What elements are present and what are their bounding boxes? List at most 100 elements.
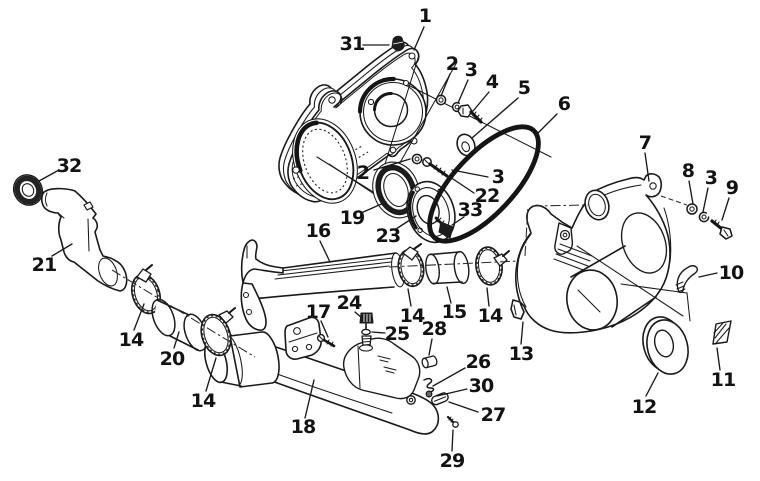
callout-leader-14-14: [133, 303, 145, 331]
callout-label-28-31: 28: [422, 318, 447, 340]
callout-label-24-27: 24: [337, 292, 362, 314]
callout-label-20-23: 20: [160, 348, 185, 370]
bolt-4: [457, 104, 483, 124]
callout-leader-1-0: [413, 26, 425, 51]
spacer-28: [421, 355, 438, 369]
air-inlet-snout: [584, 189, 610, 221]
callout-label-14-16: 14: [400, 305, 425, 327]
callout-label-1-0: 1: [419, 5, 431, 27]
callout-leader-14-16: [407, 288, 412, 307]
callout-label-29-32: 29: [440, 450, 465, 472]
tube-15: [425, 250, 470, 285]
callout-label-3-8: 3: [705, 167, 717, 189]
ear-hole: [292, 166, 300, 174]
plug-24: [359, 312, 374, 330]
callout-leader-3-2: [457, 79, 469, 104]
callout-label-3-2: 3: [465, 59, 477, 81]
callout-label-22-25: 22: [475, 185, 500, 207]
callout-label-11-11: 11: [711, 369, 736, 391]
centerlines: [111, 204, 589, 358]
wedge-11: [712, 320, 732, 345]
callout-leader-3-38: [451, 169, 489, 178]
callout-label-4-3: 4: [486, 71, 499, 93]
callout-label-10-10: 10: [719, 262, 744, 284]
callout-leader-12-12: [645, 372, 659, 397]
ear-hole: [408, 52, 416, 60]
callout-leader-15-18: [446, 286, 452, 304]
callout-leader-28-31: [428, 338, 433, 356]
callout-leader-3-8: [702, 187, 709, 213]
washer-8: [686, 203, 698, 215]
callout-leader-29-32: [451, 429, 454, 452]
callout-label-14-15: 14: [191, 390, 216, 412]
callout-leader-17-20: [320, 320, 329, 338]
callout-leader-11-11: [716, 347, 721, 371]
lock-washer-3-right: [698, 211, 710, 223]
bolt-33: [434, 216, 454, 239]
fastener-axis: [660, 195, 688, 206]
callout-leader-32-35: [38, 169, 60, 182]
callout-leader-14-15: [205, 357, 217, 392]
callout-label-23-26: 23: [376, 225, 401, 247]
hose-clamp-14-a: [397, 243, 425, 288]
callout-leader-10-10: [698, 272, 718, 278]
callout-leader-19-22: [360, 201, 387, 214]
callout-leader-21-24: [51, 243, 73, 257]
washer-25: [361, 328, 371, 336]
hose-clamp-14-b: [475, 246, 510, 286]
callout-label-16-19: 16: [306, 220, 331, 242]
cover-opening: [292, 118, 358, 204]
callout-label-25-28: 25: [385, 323, 410, 345]
callout-leader-24-27: [354, 311, 363, 319]
alignment-lines-right: [576, 245, 691, 322]
callout-label-9-9: 9: [726, 177, 738, 199]
callout-leader-18-21: [304, 379, 315, 419]
callout-leader-9-9: [721, 197, 730, 221]
mount-bracket-17: [284, 316, 322, 360]
callout-label-12-12: 12: [632, 396, 657, 418]
callout-leader-2-1: [440, 73, 451, 97]
callout-leader-20-23: [173, 331, 180, 349]
washer-2: [435, 94, 447, 106]
callout-leader-7-6: [644, 152, 650, 182]
callout-label-21-24: 21: [32, 254, 57, 276]
callout-leader-22-25: [449, 176, 475, 194]
callout-label-13-13: 13: [509, 343, 534, 365]
callout-label-33-36: 33: [458, 199, 483, 221]
seal-32: [12, 174, 44, 206]
nut-31: [391, 35, 405, 52]
callout-leader-13-13: [520, 321, 524, 345]
callout-label-6-5: 6: [558, 93, 571, 115]
bolt-9: [710, 219, 733, 240]
callout-label-18-21: 18: [291, 416, 316, 438]
screw-29: [446, 415, 459, 428]
callout-label-31-34: 31: [340, 33, 365, 55]
disc-12: [642, 316, 689, 375]
callout-leader-4-3: [472, 91, 490, 112]
callout-label-8-7: 8: [682, 160, 695, 182]
callout-leader-5-4: [471, 97, 519, 139]
callout-leader-30-33: [436, 388, 468, 397]
callout-label-14-17: 14: [478, 305, 503, 327]
outer-cover-7: [510, 173, 672, 334]
callout-leader-26-29: [432, 367, 466, 387]
callout-label-32-35: 32: [57, 155, 82, 177]
outlet-arm-21: [40, 187, 128, 292]
clip-26: [423, 378, 435, 393]
callout-leader-8-7: [688, 180, 694, 205]
callout-leader-2-37: [373, 158, 411, 171]
callout-leader-14-17: [486, 287, 490, 307]
small-nut-30: [425, 390, 433, 398]
callout-label-5-4: 5: [518, 77, 530, 99]
ear-hole: [389, 146, 397, 154]
callout-label-17-20: 17: [306, 301, 331, 323]
callout-leader-27-30: [448, 401, 479, 413]
hose-clamp-14-left-b: [200, 307, 236, 357]
upper-duct-16: [240, 239, 405, 331]
fine-print-marks: [377, 355, 397, 374]
callout-label-19-22: 19: [340, 207, 365, 229]
callout-label-2-37: 2: [357, 162, 369, 184]
drive-belt: [427, 124, 541, 244]
